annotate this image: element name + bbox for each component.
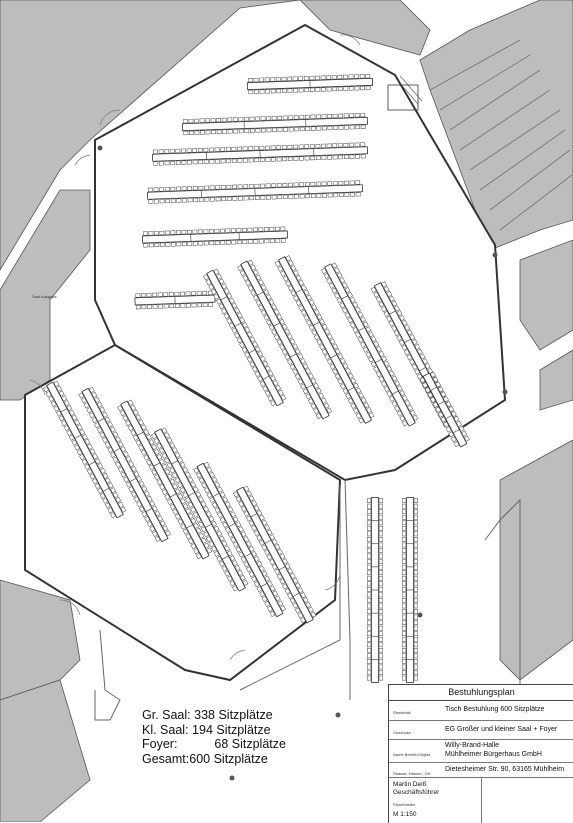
title-block: Bestuhlungsplan Planinhalt Tisch Bestuhl… [388,684,573,823]
foyer-label: Foyer: [142,737,197,752]
overall-value: 600 Sitzplätze [189,752,268,767]
total-small-hall: Kl. Saal: 194 Sitzplätze [142,723,342,738]
total-great-hall: Gr. Saal: 338 Sitzplätze [142,708,342,723]
great-hall-label: Gr. Saal: [142,708,191,723]
objekt-label: Name Betrieb/Objekt [393,752,430,757]
total-overall: Gesamt:600 Sitzplätze [142,752,342,767]
person-role: Geschäftsführer [393,789,439,797]
row-objekt: Name Betrieb/Objekt Willy-Brand-Halle Mü… [389,740,573,763]
scale: M 1:150 [393,811,417,819]
planersteller-label: Planersteller [393,802,415,807]
adresse-label: Strasse, Hausnr., Ort [393,771,430,776]
small-hall-value: 194 Sitzplätze [192,723,271,738]
room-label: Saal Ausgabe [32,294,57,299]
foyer-row-2 [402,498,417,683]
planinhalt-label: Planinhalt [393,710,411,715]
objekt-line1: Willy-Brand-Halle [445,742,499,750]
foyer-value: 68 Sitzplätze [214,737,286,752]
objekt-line2: Mühlheimer Bürgerhaus GmbH [445,751,542,759]
overall-label: Gesamt: [142,752,189,767]
row-adresse: Strasse, Hausnr., Ort Dietesheimer Str. … [389,763,573,778]
row-geschoss: Geschoss EG Großer und kleiner Saal + Fo… [389,721,573,740]
adresse-value: Dietesheimer Str. 90, 63165 Mühlheim [445,766,564,774]
geschoss-value: EG Großer und kleiner Saal + Foyer [445,726,557,734]
seat-totals: Gr. Saal: 338 Sitzplätze Kl. Saal: 194 S… [142,708,342,766]
great-hall-value: 338 Sitzplätze [194,708,273,723]
total-foyer: Foyer: 68 Sitzplätze [142,737,342,752]
small-hall-label: Kl. Saal: [142,723,189,738]
foyer-row-1 [367,498,382,683]
planinhalt-value: Tisch Bestuhlung 600 Sitzplätze [445,706,544,714]
person-name: Martin Deiß [393,781,427,789]
row-planinhalt: Planinhalt Tisch Bestuhlung 600 Sitzplät… [389,700,573,721]
plan-title: Bestuhlungsplan [389,685,573,701]
geschoss-label: Geschoss [393,730,411,735]
divider [481,778,482,823]
